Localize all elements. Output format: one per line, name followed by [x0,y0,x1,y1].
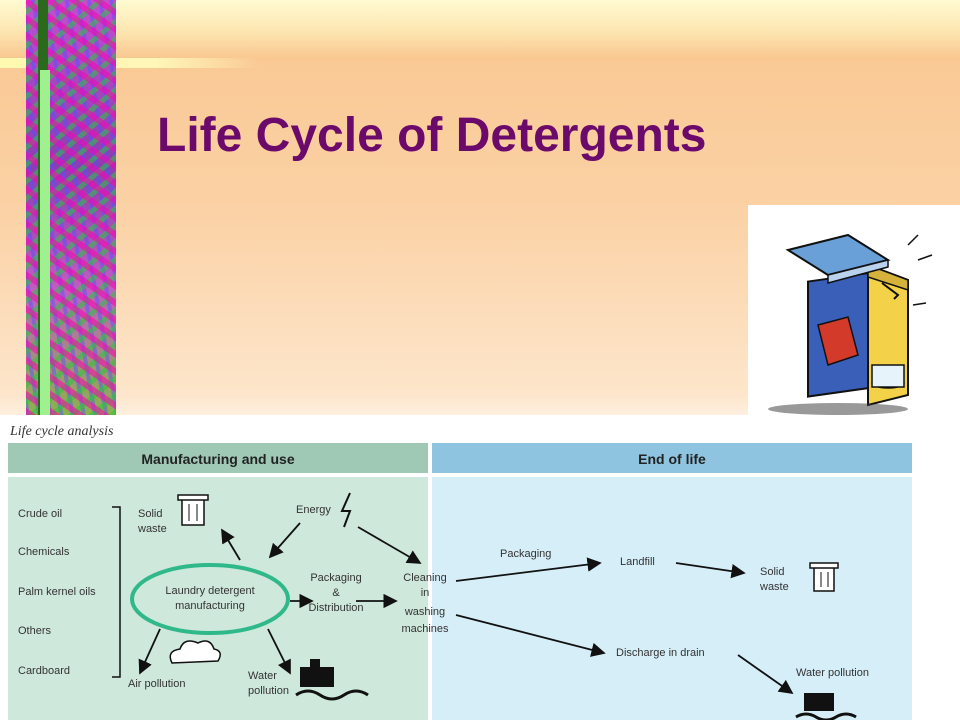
left-header: Manufacturing and use [141,451,294,467]
discharge-label: Discharge in drain [616,647,705,659]
air-pollution-label: Air pollution [128,678,185,690]
solid-waste-top-line1: Solid [138,508,162,520]
cloud-icon [169,640,221,664]
input-chemicals: Chemicals [18,546,70,558]
solid-waste-top-line2: waste [137,523,167,535]
detergent-box-clipart [748,205,960,420]
cleaning-line3: washing [404,606,445,618]
packaging-distribution-line2: & [332,587,340,599]
polluting-factory-icon [295,659,369,701]
manufacturing-line1: Laundry detergent [165,585,254,597]
polluting-factory-right-icon [795,693,857,720]
solid-waste-right-line1: Solid [760,566,784,578]
water-pollution-right-label: Water pollution [796,667,869,679]
water-pollution-left-line2: pollution [248,685,289,697]
input-cardboard: Cardboard [18,665,70,677]
left-panel [8,477,428,720]
cleaning-line1: Cleaning [403,572,446,584]
top-band [0,0,960,60]
trash-bin-right-icon [809,562,839,592]
right-header-bar [432,443,912,473]
manufacturing-line2: manufacturing [175,600,245,612]
manufacturing-ellipse [130,563,290,635]
input-others: Others [18,625,52,637]
packaging-distribution-line1: Packaging [310,572,361,584]
input-palm-kernel-oils: Palm kernel oils [18,586,96,598]
trash-bin-icon [177,494,209,526]
energy-label: Energy [296,504,331,516]
cleaning-line2: in [421,587,430,599]
cleaning-line4: machines [401,623,449,635]
lightning-icon [340,492,352,528]
right-header: End of life [638,451,706,467]
inputs-bracket [112,506,121,678]
packaging-distribution-line3: Distribution [308,602,363,614]
horizontal-accent-line [0,58,260,68]
left-header-bar [8,443,428,473]
diagram-caption: Life cycle analysis [9,424,114,439]
packaging-right-label: Packaging [500,548,551,560]
vertical-accent-bar-light [40,70,50,415]
right-panel [432,477,912,720]
solid-waste-right-line2: waste [759,581,789,593]
flow-arrows [138,522,794,695]
water-pollution-left-line1: Water [248,670,277,682]
life-cycle-diagram: Life cycle analysis Manufacturing and us… [0,415,960,720]
input-crude-oil: Crude oil [18,508,62,520]
slide-title: Life Cycle of Detergents [157,109,707,162]
landfill-label: Landfill [620,556,655,568]
